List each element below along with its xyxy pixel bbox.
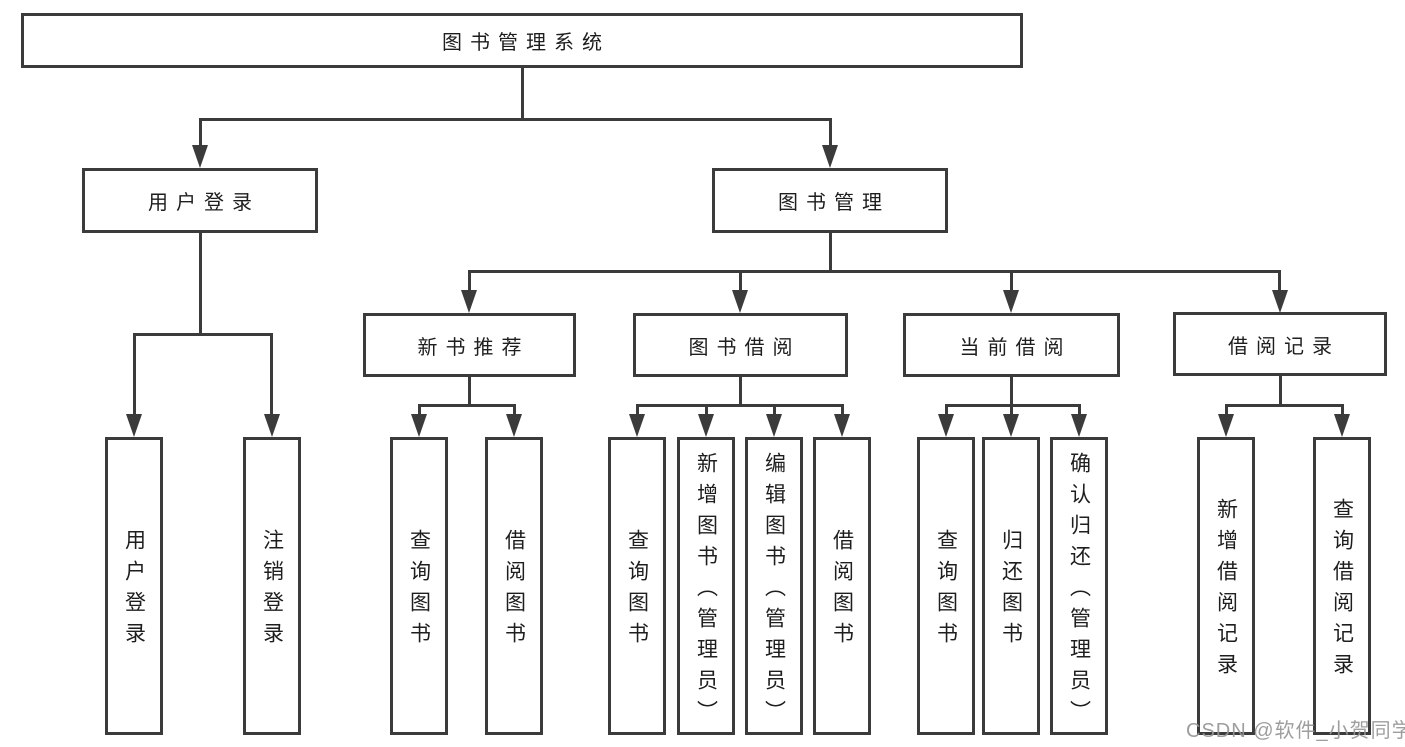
connector-user-login-bus	[133, 333, 273, 336]
leaf-add-books-admin: 新增图书（管理员）	[677, 437, 735, 735]
arrowhead-return-books	[1003, 414, 1019, 437]
connector-drop-borrow-recommend	[513, 404, 516, 416]
leaf-query-books-borrow-label: 查询图书	[625, 529, 649, 653]
node-root: 图书管理系统	[21, 13, 1023, 68]
node-current-borrow-label: 当前借阅	[959, 336, 1072, 359]
connector-drop-query-borrow	[636, 404, 639, 416]
connector-book-management-stem	[829, 233, 832, 272]
node-new-book-recommend: 新书推荐	[363, 313, 576, 377]
arrowhead-current-borrow	[1003, 290, 1019, 313]
arrowhead-add-books	[698, 414, 714, 437]
node-root-label: 图书管理系统	[442, 32, 610, 54]
connector-drop-borrow-records	[1278, 270, 1281, 290]
connector-drop-query-recommend	[418, 404, 421, 416]
leaf-query-books-current-label: 查询图书	[934, 529, 958, 653]
arrowhead-query-current	[938, 414, 954, 437]
leaf-borrow-books: 借阅图书	[813, 437, 871, 735]
leaf-query-borrow-record: 查询借阅记录	[1313, 437, 1371, 735]
leaf-query-books-borrow: 查询图书	[608, 437, 666, 735]
connector-new-book-stem	[468, 377, 471, 406]
connector-drop-query-current	[945, 404, 948, 416]
node-current-borrow: 当前借阅	[903, 313, 1120, 377]
arrowhead-edit-books	[766, 414, 782, 437]
node-book-management-label: 图书管理	[778, 192, 890, 214]
connector-drop-add-record	[1225, 404, 1228, 416]
arrowhead-borrow-recommend	[506, 414, 522, 437]
connector-drop-edit-books	[773, 404, 776, 416]
connector-book-management-bus	[468, 270, 1281, 273]
node-book-borrow-label: 图书借阅	[688, 336, 801, 359]
leaf-user-login-label: 用户登录	[122, 529, 146, 653]
arrowhead-user-login	[192, 145, 208, 168]
leaf-add-borrow-record: 新增借阅记录	[1197, 437, 1255, 735]
connector-user-login-stem	[199, 233, 202, 335]
node-book-borrow: 图书借阅	[633, 313, 848, 377]
leaf-add-borrow-record-label: 新增借阅记录	[1214, 498, 1238, 684]
leaf-user-login: 用户登录	[105, 437, 163, 735]
leaf-edit-books-admin: 编辑图书（管理员）	[745, 437, 803, 735]
arrowhead-book-management	[822, 145, 838, 168]
leaf-query-books-current: 查询图书	[917, 437, 975, 735]
leaf-logout-label: 注销登录	[260, 529, 284, 653]
watermark: CSDN @软件_小贺同学	[1186, 720, 1405, 742]
connector-current-borrow-bus	[945, 404, 1081, 407]
connector-drop-leaf-user-login	[133, 333, 136, 414]
connector-drop-user-login	[199, 118, 202, 146]
node-user-login-label: 用户登录	[148, 192, 260, 214]
connector-drop-return-books	[1010, 404, 1013, 416]
arrowhead-borrow-books	[834, 414, 850, 437]
node-user-login: 用户登录	[82, 168, 318, 233]
arrowhead-new-book	[461, 290, 477, 313]
node-book-management: 图书管理	[712, 168, 948, 233]
connector-book-borrow-bus	[636, 404, 844, 407]
node-borrow-records-label: 借阅记录	[1228, 335, 1340, 358]
leaf-query-books-recommend-label: 查询图书	[407, 529, 431, 653]
arrowhead-book-borrow	[732, 290, 748, 313]
connector-drop-leaf-logout	[270, 333, 273, 414]
leaf-query-borrow-record-label: 查询借阅记录	[1330, 498, 1354, 684]
arrowhead-query-borrow	[629, 414, 645, 437]
node-new-book-recommend-label: 新书推荐	[417, 336, 530, 359]
node-borrow-records: 借阅记录	[1173, 312, 1387, 376]
leaf-add-books-admin-label: 新增图书（管理员）	[694, 451, 718, 731]
connector-drop-add-books	[705, 404, 708, 416]
arrowhead-borrow-records	[1272, 290, 1288, 313]
leaf-return-books-label: 归还图书	[999, 529, 1023, 653]
leaf-confirm-return-admin: 确认归还（管理员）	[1050, 437, 1108, 735]
leaf-edit-books-admin-label: 编辑图书（管理员）	[762, 451, 786, 731]
connector-root-stem	[521, 68, 524, 120]
connector-drop-book-borrow	[739, 270, 742, 290]
arrowhead-leaf-user-login	[126, 414, 142, 437]
leaf-query-books-recommend: 查询图书	[390, 437, 448, 735]
connector-borrow-records-stem	[1279, 376, 1282, 406]
arrowhead-query-recommend	[411, 414, 427, 437]
connector-current-borrow-stem	[1010, 377, 1013, 406]
connector-drop-borrow-books	[841, 404, 844, 416]
arrowhead-add-record	[1218, 414, 1234, 437]
connector-drop-book-management	[829, 118, 832, 146]
leaf-borrow-books-recommend: 借阅图书	[485, 437, 543, 735]
arrowhead-leaf-logout	[264, 414, 280, 437]
leaf-logout: 注销登录	[243, 437, 301, 735]
arrowhead-query-record	[1334, 414, 1350, 437]
connector-new-book-bus	[418, 404, 516, 407]
connector-top-bus	[199, 118, 832, 121]
connector-drop-new-book	[468, 270, 471, 290]
connector-drop-query-record	[1341, 404, 1344, 416]
leaf-borrow-books-recommend-label: 借阅图书	[502, 529, 526, 653]
connector-drop-current-borrow	[1010, 270, 1013, 290]
leaf-borrow-books-label: 借阅图书	[830, 529, 854, 653]
connector-drop-confirm-return	[1078, 404, 1081, 416]
leaf-return-books: 归还图书	[982, 437, 1040, 735]
connector-borrow-records-bus	[1225, 404, 1343, 407]
arrowhead-confirm-return	[1071, 414, 1087, 437]
leaf-confirm-return-admin-label: 确认归还（管理员）	[1067, 451, 1091, 731]
connector-book-borrow-stem	[739, 377, 742, 406]
